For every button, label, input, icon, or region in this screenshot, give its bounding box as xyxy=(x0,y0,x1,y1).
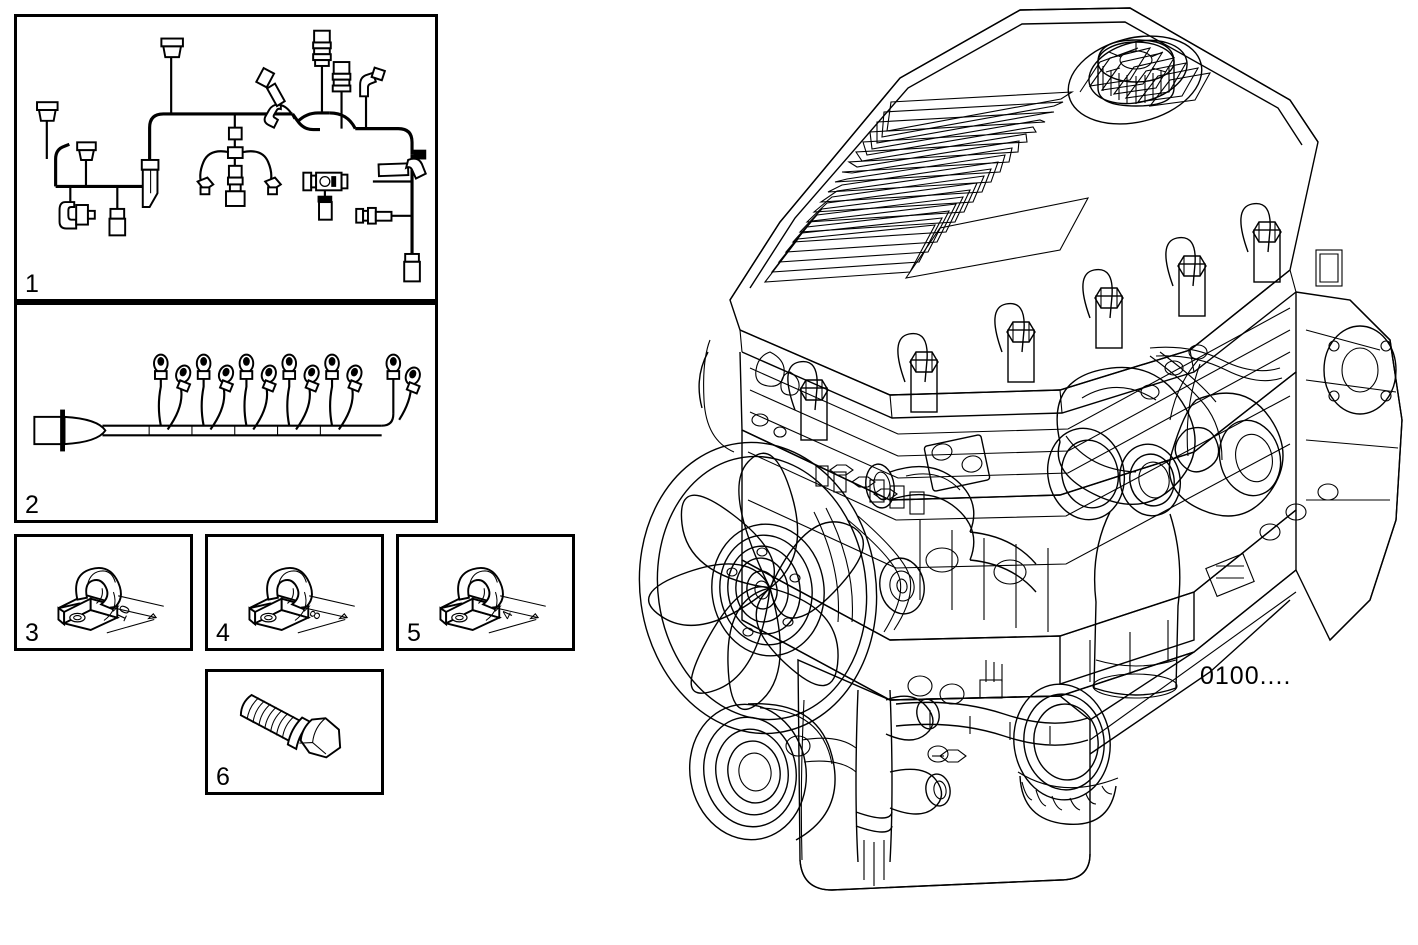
clamp-10-drawing: 10 xyxy=(57,567,164,634)
block-fittings xyxy=(907,660,1003,763)
panel-4-number: 4 xyxy=(216,619,230,647)
stack-connector-top-right-1 xyxy=(312,29,332,67)
inline-sensor-left-center xyxy=(140,158,160,208)
harness-routing-lines xyxy=(1149,346,1283,457)
clamp-4-drawing: 4 xyxy=(439,567,546,634)
engine-illustration xyxy=(590,0,1418,945)
connector-cap-top-center xyxy=(160,37,184,59)
panel-2-injector-harness: 2 xyxy=(14,302,438,523)
belt-drive-group xyxy=(847,515,925,633)
valve-cover-fins xyxy=(763,91,1075,283)
connector-cap-mid-left xyxy=(76,141,97,161)
panel-5-number: 5 xyxy=(407,619,421,647)
panel-1-main-harness: 1 xyxy=(14,14,438,302)
panel-6-bolt: 6 xyxy=(205,669,384,795)
oil-filler-cap xyxy=(1067,35,1203,125)
inline-connector-right-mid xyxy=(302,171,349,192)
elbow-connector-upper-right xyxy=(254,66,287,129)
hex-bolt-drawing xyxy=(239,693,342,759)
p-clamp-body xyxy=(57,567,122,631)
ring-terminal xyxy=(260,364,277,393)
plug-connector xyxy=(33,409,107,452)
clamp-8-drawing: 8 xyxy=(248,567,355,634)
branch-junction-center xyxy=(196,126,283,207)
ring-terminal xyxy=(175,364,192,393)
valve-cover xyxy=(729,7,1319,419)
turbocharger xyxy=(1046,344,1339,541)
elbow-connector-right-edge xyxy=(377,149,427,180)
ring-terminal xyxy=(238,353,255,380)
pin-connector-right xyxy=(317,195,333,221)
stack-connector-top-right-2 xyxy=(331,61,352,93)
front-accessories xyxy=(829,434,1255,685)
connector-drop-left-center xyxy=(108,207,127,237)
p-clamp-body xyxy=(439,567,504,631)
small-connector-right-lower xyxy=(355,206,393,225)
dimension-callout: 10 xyxy=(106,595,164,634)
panel-4-clamp: 8 4 xyxy=(205,534,384,651)
hex-bolt xyxy=(239,693,342,759)
ring-terminal xyxy=(281,353,298,380)
oil-pan xyxy=(797,591,1297,891)
ring-terminal xyxy=(217,364,235,393)
injector-nozzle-holders xyxy=(787,202,1282,441)
elbow-connector-top-right xyxy=(359,66,387,98)
main-harness-drawing xyxy=(36,29,427,283)
panel-6-number: 6 xyxy=(216,763,230,791)
panel-3-number: 3 xyxy=(25,619,39,647)
ring-terminal xyxy=(385,353,402,380)
water-pipe-fittings xyxy=(785,660,1089,886)
intake-elbow xyxy=(1092,511,1181,699)
engine-drawing xyxy=(638,7,1403,891)
p-clamp-body xyxy=(248,567,313,631)
panel-2-number: 2 xyxy=(25,491,39,519)
panel-5-clamp: 4 5 xyxy=(396,534,575,651)
ring-terminal xyxy=(324,353,340,380)
ring-terminal xyxy=(303,364,320,393)
connector-drop-bottom-right xyxy=(403,252,421,283)
ring-terminal xyxy=(404,366,421,395)
ring-terminal xyxy=(153,353,169,380)
panel-3-clamp: 10 3 xyxy=(14,534,193,651)
crankshaft-pulley xyxy=(688,703,836,841)
elbow-connector-lower-left xyxy=(58,201,96,230)
cooling-fan xyxy=(638,441,878,735)
injector-harness-drawing xyxy=(33,353,421,452)
main-cable-run xyxy=(102,413,395,437)
oil-filter xyxy=(1013,683,1119,826)
terminal-branch-group xyxy=(153,353,421,431)
panel-1-number: 1 xyxy=(25,270,39,298)
valve-cover-fins-upper xyxy=(1088,47,1212,107)
exhaust-manifold xyxy=(865,463,1037,593)
connector-cap-top-left xyxy=(36,101,59,122)
flywheel-housing xyxy=(1295,249,1403,642)
reference-label: 0100.... xyxy=(1200,662,1292,690)
clamp-dimension-text: 10 xyxy=(113,603,134,624)
ring-terminal xyxy=(195,353,212,380)
ring-terminal xyxy=(346,364,363,393)
